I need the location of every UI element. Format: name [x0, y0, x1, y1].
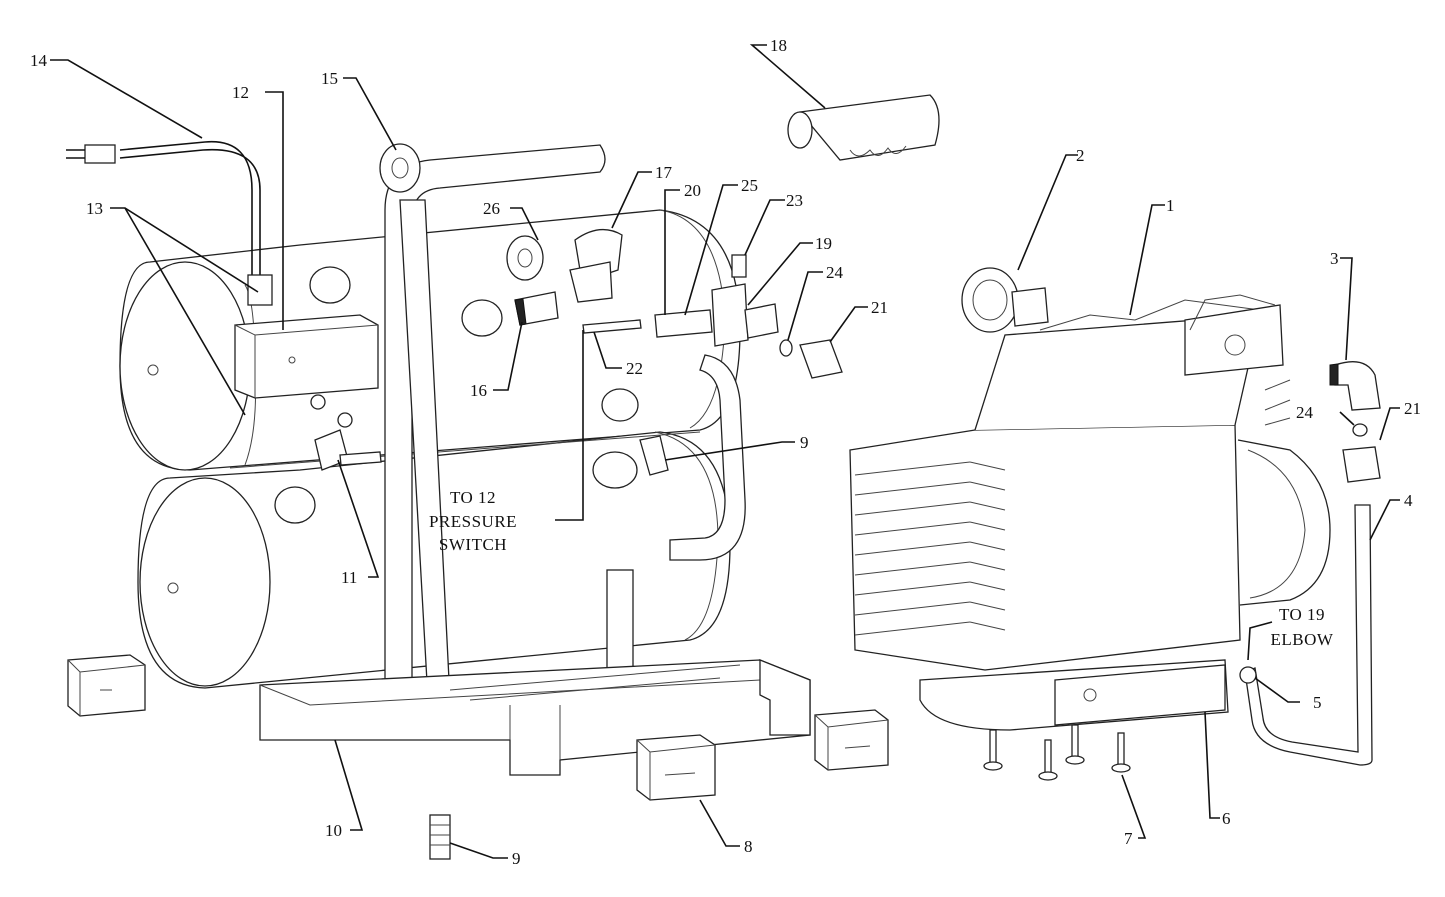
callout-17: 17 — [655, 163, 673, 182]
nut-fitting-21 — [799, 339, 843, 379]
callout-19: 19 — [815, 234, 832, 253]
rubber-foot — [636, 734, 716, 801]
base-frame — [259, 659, 811, 776]
callout-8: 8 — [744, 837, 753, 856]
drain-valve-9 — [639, 435, 669, 476]
regulator-knob — [569, 228, 623, 303]
callout-9-lower: 9 — [512, 849, 521, 868]
ferrule-24 — [779, 339, 793, 357]
callout-25: 25 — [741, 176, 758, 195]
callout-1: 1 — [1166, 196, 1175, 215]
note-line: TO 12 — [450, 488, 496, 507]
callout-11: 11 — [341, 568, 357, 587]
tank-port — [461, 299, 503, 337]
pump-motor-assembly — [849, 294, 1331, 671]
callout-14: 14 — [30, 51, 48, 70]
nut-21-right — [1342, 446, 1381, 483]
callout-3: 3 — [1330, 249, 1339, 268]
rubber-foot — [67, 654, 146, 717]
callout-18: 18 — [770, 36, 787, 55]
note-line: ELBOW — [1271, 630, 1334, 649]
note-line: TO 19 — [1279, 605, 1325, 624]
gauge-part-15 — [379, 143, 421, 193]
tank-port — [309, 266, 351, 304]
bolt — [1065, 724, 1085, 765]
note-pressure-switch: TO 12 PRESSURE SWITCH — [429, 488, 517, 554]
pressure-switch — [234, 314, 379, 410]
callout-24-right: 24 — [1296, 403, 1314, 422]
note-line: SWITCH — [439, 535, 507, 554]
nipple-fitting — [514, 291, 559, 326]
discharge-elbow — [1329, 361, 1381, 411]
callout-16: 16 — [470, 381, 487, 400]
tube-4 — [1244, 504, 1373, 766]
callout-23: 23 — [786, 191, 803, 210]
tank-port — [601, 388, 639, 422]
callout-5: 5 — [1313, 693, 1322, 712]
callout-20: 20 — [684, 181, 701, 200]
drain-valve-9-lower — [429, 814, 451, 860]
callout-12: 12 — [232, 83, 249, 102]
callout-21: 21 — [871, 298, 888, 317]
note-elbow: TO 19 ELBOW — [1271, 605, 1334, 649]
power-cord — [66, 140, 273, 306]
bushing — [339, 451, 382, 466]
callout-22: 22 — [626, 359, 643, 378]
callout-24: 24 — [826, 263, 844, 282]
handle-frame — [384, 144, 634, 701]
callout-26: 26 — [483, 199, 500, 218]
rubber-foot — [814, 709, 889, 771]
handle-grip — [787, 94, 940, 161]
callout-13: 13 — [86, 199, 103, 218]
discharge-tube — [669, 354, 746, 561]
bolt — [983, 729, 1003, 771]
leader-lines — [50, 44, 1400, 859]
bolt — [1111, 732, 1131, 773]
callout-2: 2 — [1076, 146, 1085, 165]
note-line: PRESSURE — [429, 512, 517, 531]
tank-port — [274, 486, 316, 524]
callout-4: 4 — [1404, 491, 1413, 510]
tee-fitting — [654, 254, 779, 347]
callout-labels: 14 12 15 18 13 17 20 25 23 26 19 24 21 1… — [30, 36, 1421, 868]
gauge-part-26 — [506, 235, 544, 281]
callout-10: 10 — [325, 821, 342, 840]
callout-9: 9 — [800, 433, 809, 452]
mounting-bracket — [919, 659, 1229, 731]
callout-15: 15 — [321, 69, 338, 88]
fitting-5 — [1239, 666, 1257, 684]
callout-6: 6 — [1222, 809, 1231, 828]
callout-7: 7 — [1124, 829, 1133, 848]
ferrule-24-right — [1352, 423, 1368, 437]
intake-filter — [961, 267, 1049, 333]
tank-port — [592, 451, 638, 489]
bolt — [1038, 739, 1058, 781]
callout-21-right: 21 — [1404, 399, 1421, 418]
